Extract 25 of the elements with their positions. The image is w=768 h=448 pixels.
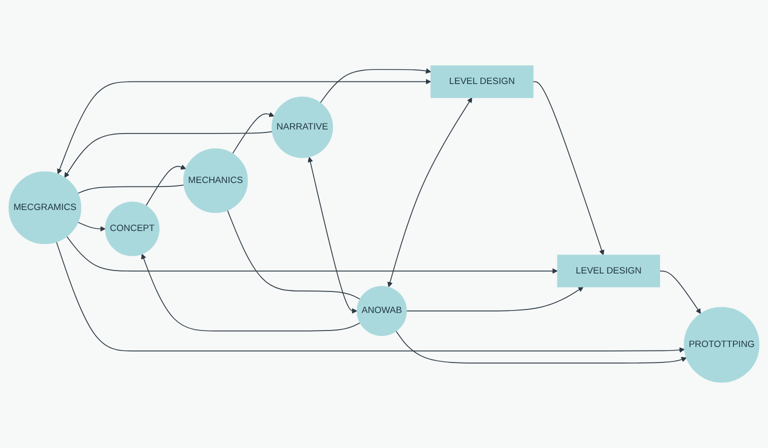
connector bbox=[227, 210, 360, 300]
arrow bbox=[141, 254, 360, 332]
node-circle: CONCEPT bbox=[105, 202, 160, 256]
arrow bbox=[308, 156, 358, 314]
arrow bbox=[406, 286, 584, 312]
arrow bbox=[57, 79, 432, 174]
arrow bbox=[320, 68, 432, 104]
node-circle: NARRATIVE bbox=[272, 96, 333, 158]
arrow bbox=[532, 81, 604, 256]
arrow bbox=[387, 97, 472, 288]
node-circle: ANOWAB bbox=[356, 286, 407, 336]
node-circle: PROTOTTPING bbox=[684, 307, 760, 383]
arrow bbox=[232, 112, 274, 154]
arrow bbox=[56, 242, 685, 353]
node-circle: MECHANICS bbox=[183, 148, 248, 213]
connector bbox=[78, 184, 184, 194]
arrow bbox=[78, 222, 106, 232]
arrow bbox=[64, 131, 273, 178]
arrow bbox=[659, 270, 701, 314]
node-box: LEVEL DESIGN bbox=[430, 65, 534, 98]
arrow bbox=[66, 236, 558, 274]
arrow bbox=[146, 164, 186, 206]
node-box: LEVEL DESIGN bbox=[557, 254, 660, 288]
arrow bbox=[396, 330, 687, 364]
node-circle: MECGRAMICS bbox=[8, 171, 82, 244]
